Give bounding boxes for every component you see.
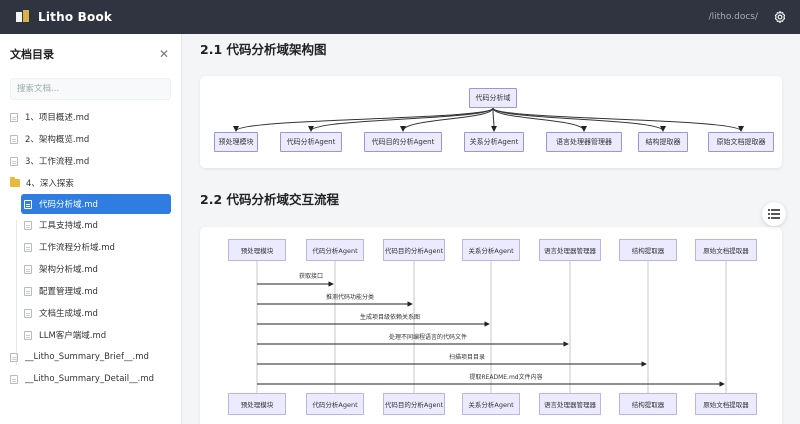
tree-item[interactable]: 配置管理域.md — [0, 280, 181, 302]
participant-bottom: 语言处理器管理器 — [539, 393, 601, 415]
message-label: 提取README.md文件内容 — [469, 374, 543, 381]
diagram-child-node: 代码目的分析Agent — [364, 132, 442, 152]
tree-item-label: 2、架构概览.md — [25, 135, 90, 145]
participant-bottom: 代码目的分析Agent — [383, 393, 445, 415]
message-label: 扫描项目目录 — [448, 354, 486, 361]
app-title[interactable]: Litho Book — [38, 10, 113, 24]
search-input[interactable] — [10, 78, 171, 100]
file-icon — [24, 242, 32, 252]
tree-item-active[interactable]: 代码分析域.md — [21, 194, 171, 214]
file-icon — [24, 286, 32, 296]
file-icon — [10, 156, 18, 166]
participant-top: 预处理模块 — [228, 239, 286, 261]
diagram-edge — [400, 107, 494, 132]
list-icon — [768, 209, 780, 219]
file-icon — [24, 308, 32, 318]
tree-item[interactable]: 3、工作流程.md — [0, 150, 181, 172]
file-icon — [24, 330, 32, 340]
sequence-lines — [256, 261, 727, 393]
participant-top: 原始文档提取器 — [695, 239, 757, 261]
docs-path: /litho.docs/ — [708, 12, 758, 22]
tree-item-label: 配置管理域.md — [39, 287, 98, 297]
tree-item-label: 4、深入探索 — [26, 179, 74, 189]
tree-item-label: 工作流程分析域.md — [39, 243, 115, 253]
tree-item-label: 架构分析域.md — [39, 265, 98, 275]
participant-top: 代码分析Agent — [306, 239, 364, 261]
diagram-child-node: 关系分析Agent — [464, 132, 524, 152]
tree-item[interactable]: 工作流程分析域.md — [0, 236, 181, 258]
file-icon — [24, 220, 32, 230]
diagram-child-node: 语言处理器管理器 — [546, 132, 622, 152]
architecture-diagram: 代码分析域 预处理模块 代码分析Agent 代码目的分析Agent 关系分析Ag… — [200, 76, 782, 168]
tree-item-label: 3、工作流程.md — [25, 157, 90, 167]
gear-icon — [774, 10, 786, 24]
tree-item[interactable]: 架构分析域.md — [0, 258, 181, 280]
file-icon — [24, 199, 32, 209]
book-logo-icon — [16, 10, 30, 24]
tree-item-label: LLM客户端域.md — [39, 331, 107, 341]
message-label: 获取接口 — [298, 273, 324, 280]
message-label: 推测代码功能分类 — [325, 294, 375, 301]
folder-icon — [10, 177, 20, 187]
participant-bottom: 预处理模块 — [228, 393, 286, 415]
tree-item[interactable]: __Litho_Summary_Detail__.md — [0, 368, 181, 390]
tree-item[interactable]: 文档生成域.md — [0, 302, 181, 324]
tree-guide-line — [16, 220, 17, 365]
tree-item[interactable]: LLM客户端域.md — [0, 324, 181, 346]
diagram-edge — [492, 107, 744, 132]
sequence-diagram: 预处理模块 代码分析Agent 代码目的分析Agent 关系分析Agent 语言… — [200, 227, 782, 424]
participant-bottom: 关系分析Agent — [462, 393, 520, 415]
message-label: 处理不同编程语言的代码文件 — [388, 334, 468, 341]
doc-content: 2.1 代码分析域架构图 代码分析域 预处理模块 代码分析Agent 代码目的分… — [183, 34, 800, 424]
close-icon[interactable]: ✕ — [158, 47, 169, 61]
tree-item[interactable]: 工具支持域.md — [0, 214, 181, 236]
tree-item-label: 1、项目概述.md — [25, 113, 90, 123]
tree-item[interactable]: 2、架构概览.md — [0, 128, 181, 150]
sidebar: 文档目录 ✕ 1、项目概述.md 2、架构概览.md 3、工作流程.md 4、深… — [0, 34, 182, 424]
top-bar: Litho Book /litho.docs/ — [0, 0, 800, 34]
tree-item-label: 代码分析域.md — [39, 200, 98, 210]
tree-item-label: __Litho_Summary_Detail__.md — [25, 374, 155, 384]
diagram-child-node: 结构提取器 — [638, 132, 688, 152]
participant-bottom: 结构提取器 — [619, 393, 677, 415]
section-heading-sequence: 2.2 代码分析域交互流程 — [200, 192, 339, 207]
file-icon — [10, 134, 18, 144]
diagram-edge — [490, 107, 497, 132]
toc-button[interactable] — [762, 202, 786, 226]
diagram-edge — [492, 107, 587, 132]
participant-bottom: 原始文档提取器 — [695, 393, 757, 415]
diagram-child-node: 预处理模块 — [214, 132, 258, 152]
diagram-child-node: 代码分析Agent — [280, 132, 342, 152]
diagram-edge — [492, 107, 666, 132]
tree-folder[interactable]: 4、深入探索 — [0, 172, 181, 194]
diagram-child-node: 原始文档提取器 — [708, 132, 774, 152]
tree-item[interactable]: __Litho_Summary_Brief__.md — [0, 346, 181, 368]
participant-top: 语言处理器管理器 — [539, 239, 601, 261]
file-icon — [10, 112, 18, 122]
tree-item-label: __Litho_Summary_Brief__.md — [25, 352, 149, 362]
section-heading-architecture: 2.1 代码分析域架构图 — [200, 42, 327, 57]
file-icon — [10, 374, 18, 384]
file-icon — [10, 352, 18, 362]
settings-button[interactable] — [772, 9, 788, 25]
tree-item-label: 工具支持域.md — [39, 221, 98, 231]
architecture-edges — [233, 107, 744, 132]
tree-item-label: 文档生成域.md — [39, 309, 98, 319]
participant-bottom: 代码分析Agent — [306, 393, 364, 415]
doc-tree: 1、项目概述.md 2、架构概览.md 3、工作流程.md 4、深入探索 代码分… — [0, 106, 181, 390]
participant-top: 结构提取器 — [619, 239, 677, 261]
message-label: 生成项目级依赖关系图 — [359, 314, 421, 321]
participant-top: 代码目的分析Agent — [383, 239, 445, 261]
file-icon — [24, 264, 32, 274]
diagram-edge — [233, 107, 494, 132]
diagram-root-node: 代码分析域 — [469, 88, 517, 108]
diagram-edge — [308, 107, 494, 132]
tree-item[interactable]: 1、项目概述.md — [0, 106, 181, 128]
sidebar-title: 文档目录 — [10, 48, 54, 61]
participant-top: 关系分析Agent — [462, 239, 520, 261]
